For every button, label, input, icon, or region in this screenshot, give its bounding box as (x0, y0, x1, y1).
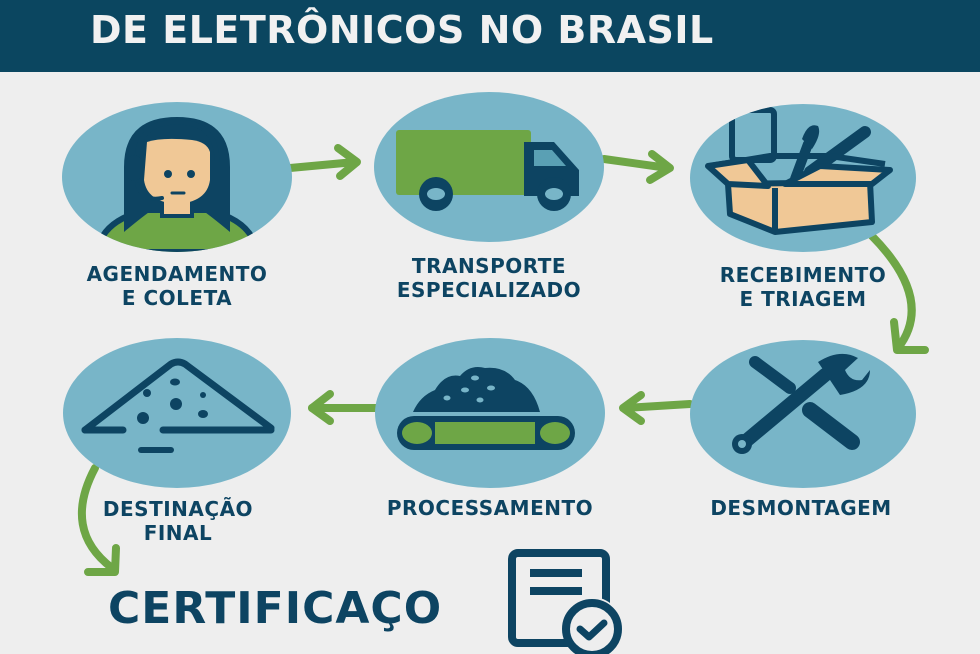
step-circle (62, 102, 292, 252)
step-label-line1: AGENDAMENTO (86, 262, 268, 286)
arrow-left-icon (619, 391, 694, 425)
step-label-line1: RECEBIMENTO (719, 263, 887, 287)
step-circle (374, 92, 604, 242)
header-banner: DE ELETRÔNICOS NO BRASIL (0, 0, 980, 72)
step-label: DESTINAÇÃO FINAL (63, 497, 293, 545)
conveyor-belt-icon (397, 367, 575, 450)
certification-title: CERTIFICAÇO (108, 583, 443, 634)
step-circle (63, 338, 291, 488)
step-label: RECEBIMENTO E TRIAGEM (680, 263, 926, 311)
step-label: PROCESSAMENTO (350, 496, 630, 520)
arrow-right-icon (600, 150, 674, 184)
step-label-line2: E COLETA (121, 286, 233, 310)
step-label-line1: PROCESSAMENTO (386, 496, 594, 520)
step-label-line2: ESPECIALIZADO (396, 278, 582, 302)
step-label: DESMONTAGEM (676, 496, 926, 520)
box-with-devices-icon (705, 107, 893, 235)
step-label: AGENDAMENTO E COLETA (62, 262, 292, 310)
step-label-line2: E TRIAGEM (739, 287, 867, 311)
step-label-line1: TRANSPORTE (411, 254, 567, 278)
step-circle (690, 104, 916, 252)
step-label-line1: DESTINAÇÃO (102, 497, 254, 521)
certificate-check-icon (508, 549, 622, 654)
truck-icon (396, 130, 579, 211)
pile-icon (81, 358, 275, 453)
arrow-right-icon (286, 144, 361, 180)
step-label: TRANSPORTE ESPECIALIZADO (374, 254, 604, 302)
page-title: DE ELETRÔNICOS NO BRASIL (90, 8, 714, 52)
step-label-line1: DESMONTAGEM (710, 496, 892, 520)
operator-headset-icon (93, 117, 261, 252)
step-circle (690, 340, 916, 488)
wrench-screwdriver-icon (732, 353, 870, 454)
arrow-left-icon (308, 390, 380, 425)
step-label-line2: FINAL (143, 521, 213, 545)
step-circle (375, 338, 605, 488)
